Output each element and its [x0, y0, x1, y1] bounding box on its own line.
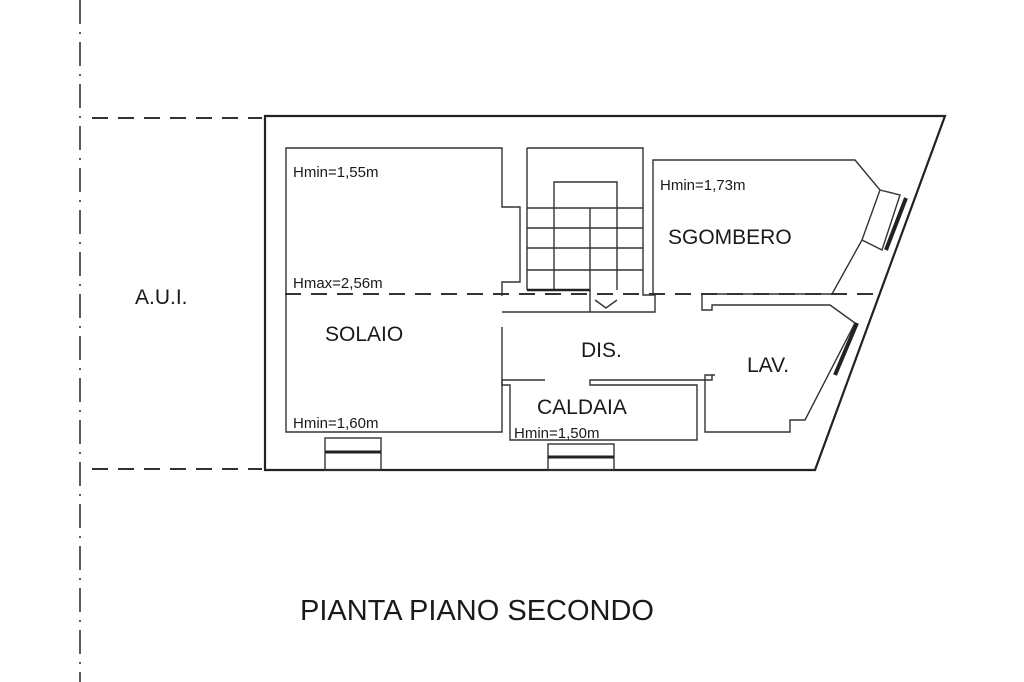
stairs	[527, 181, 643, 312]
sgombero-lav-wall	[652, 159, 881, 433]
window-bottom-center	[547, 443, 615, 471]
room-solaio: SOLAIO	[325, 323, 403, 346]
stair-wall	[502, 147, 656, 313]
outer-wall	[263, 114, 947, 472]
height-sgombero: Hmin=1,73m	[660, 177, 745, 194]
height-caldaia: Hmin=1,50m	[514, 425, 599, 442]
plan-title: PIANTA PIANO SECONDO	[300, 595, 654, 627]
room-dis: DIS.	[581, 339, 622, 362]
room-sgombero: SGOMBERO	[668, 226, 792, 249]
height-solaio-hmax: Hmax=2,56m	[293, 275, 383, 292]
height-solaio-top: Hmin=1,55m	[293, 164, 378, 181]
window-lav	[833, 322, 859, 376]
height-solaio-bottom: Hmin=1,60m	[293, 415, 378, 432]
window-sgombero	[861, 189, 901, 251]
room-caldaia: CALDAIA	[537, 396, 627, 419]
room-lav: LAV.	[747, 354, 789, 377]
adjacent-label: A.U.I.	[135, 286, 188, 309]
window-bottom-left	[324, 437, 382, 471]
solaio-wall	[285, 147, 521, 433]
caldaia-wall	[501, 375, 713, 441]
